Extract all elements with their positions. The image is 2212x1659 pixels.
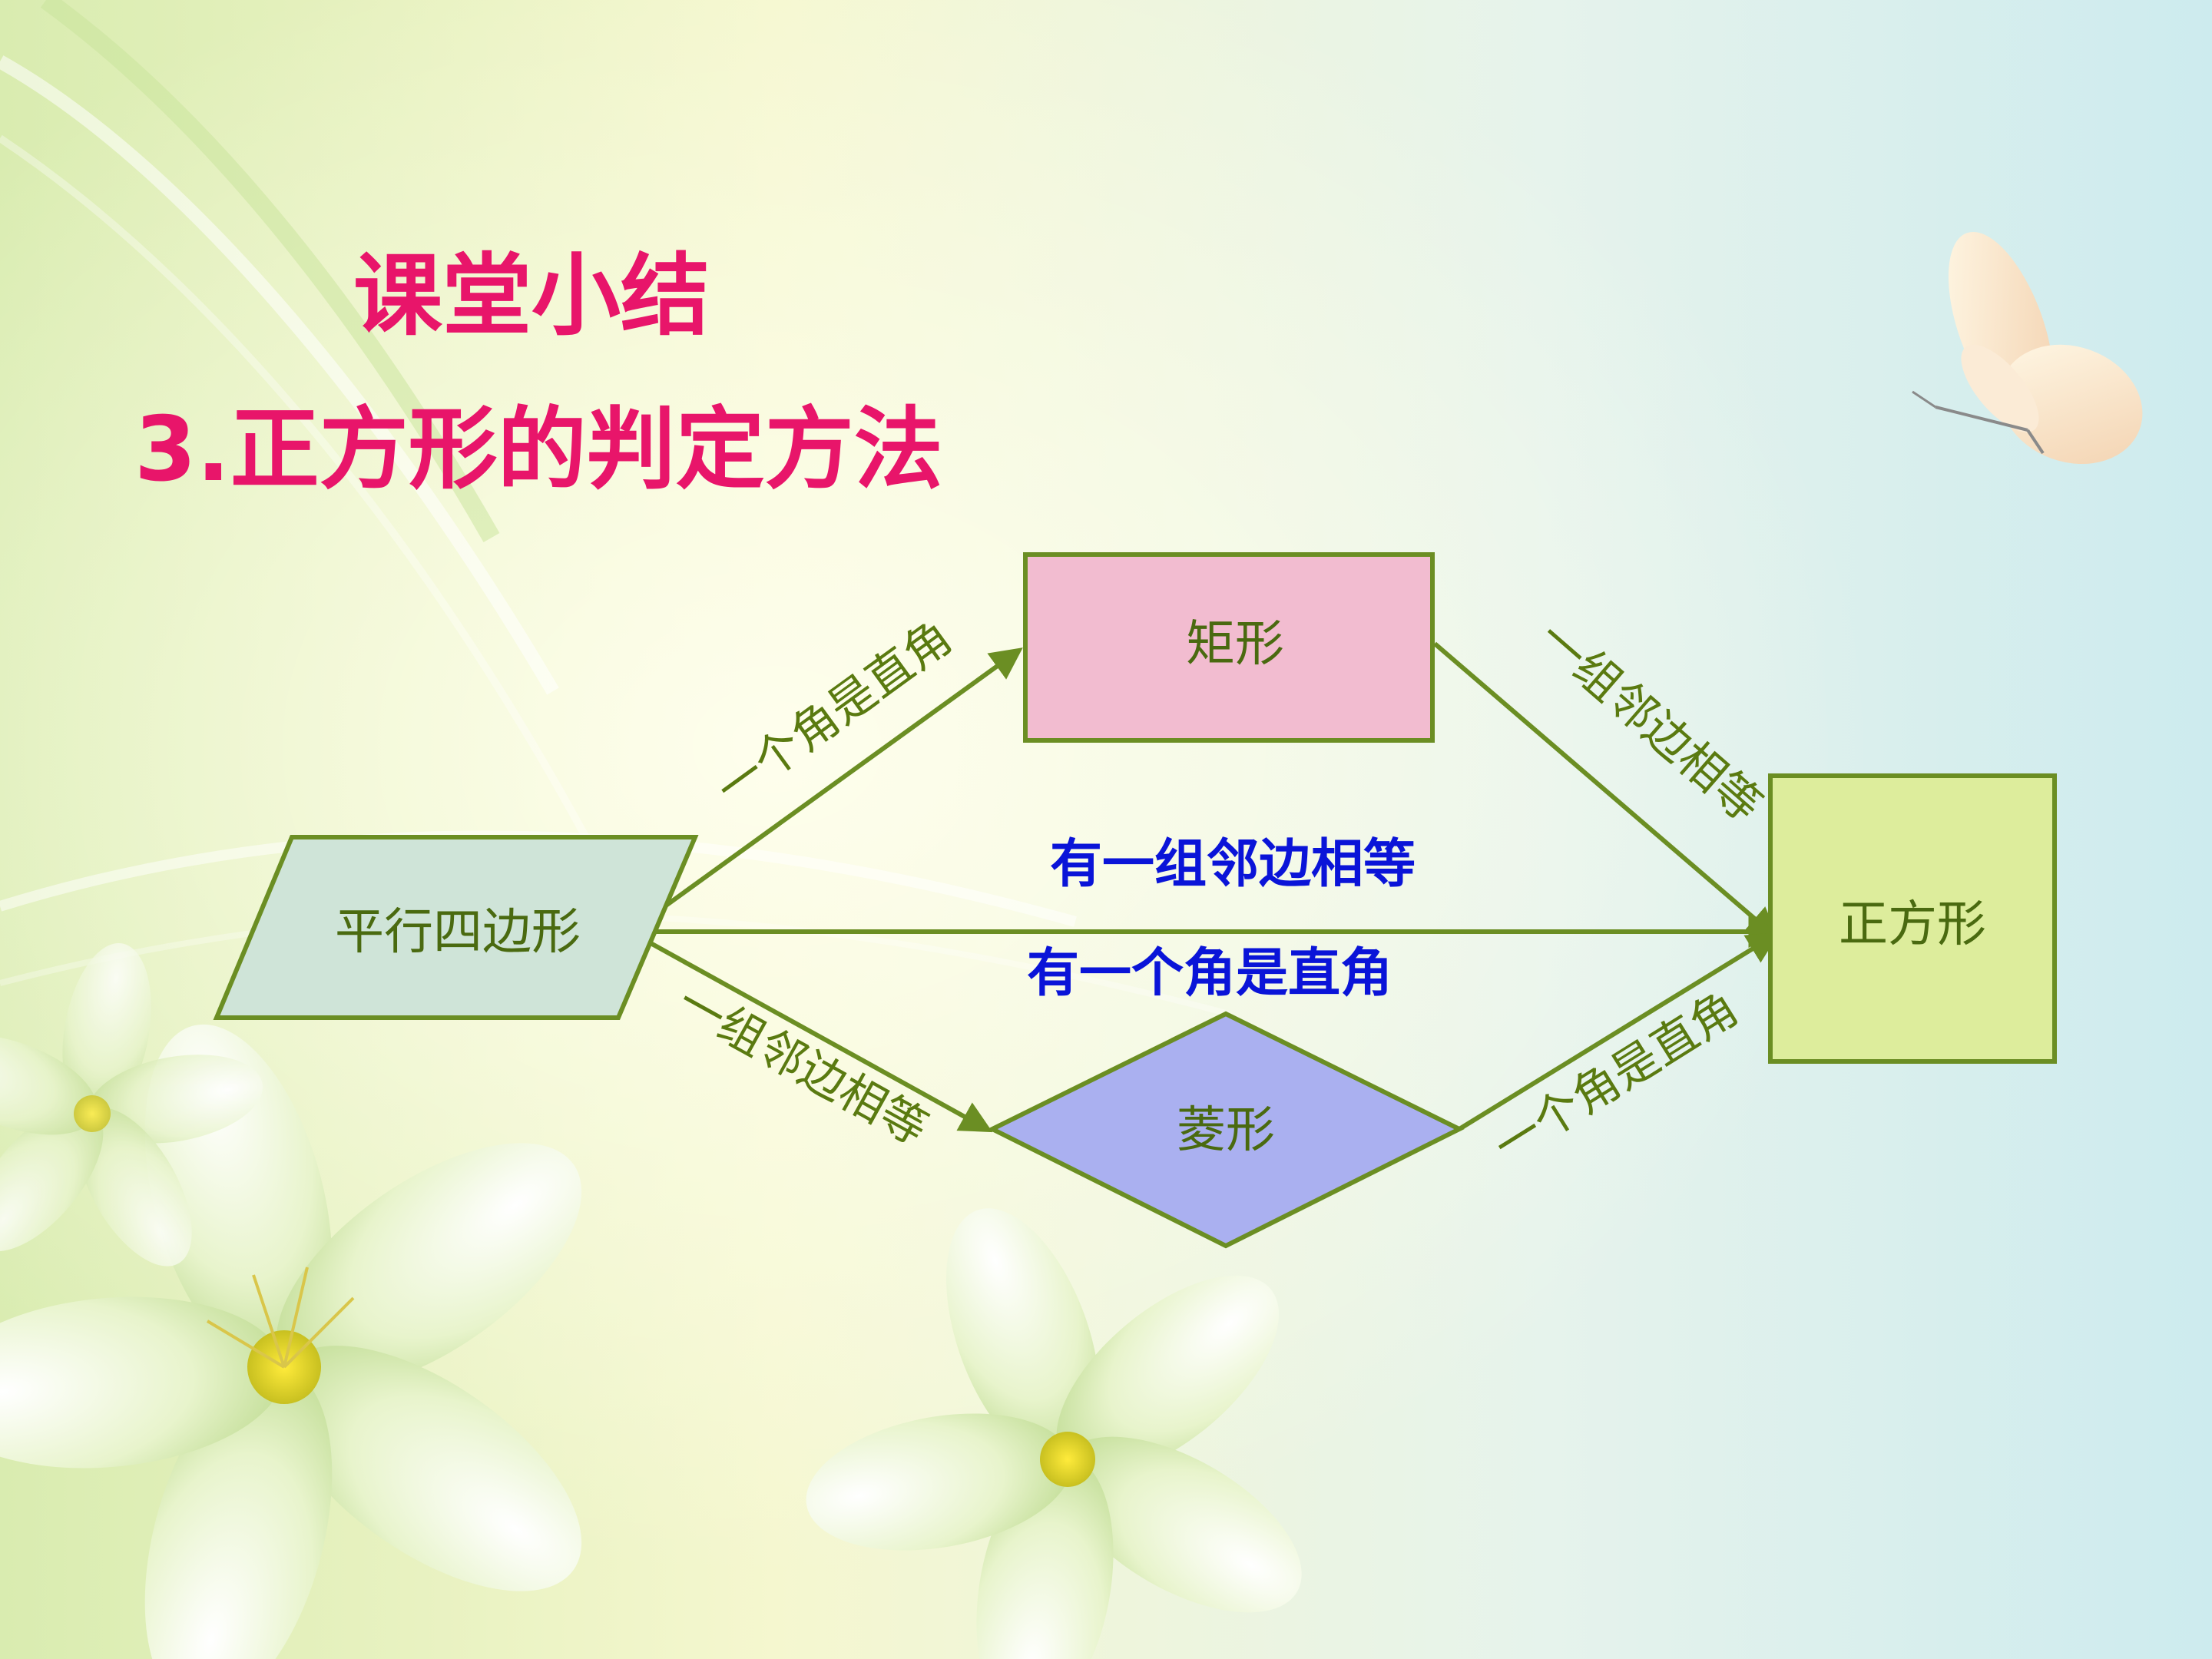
butterfly-icon bbox=[1912, 231, 2143, 465]
node-parallelogram-label: 平行四边形 bbox=[335, 904, 581, 961]
arrow-parallelogram-to-rhombus bbox=[628, 929, 993, 1133]
node-rhombus bbox=[987, 1011, 1465, 1249]
decorative-curves bbox=[0, 0, 1230, 1017]
node-parallelogram bbox=[213, 835, 699, 1020]
arrow-rhombus-to-square bbox=[1458, 932, 1780, 1131]
flower-decoration-medium bbox=[806, 1208, 1302, 1659]
edge-label-direct-top: 有一组邻边相等 bbox=[1050, 834, 1416, 895]
node-rhombus-label: 菱形 bbox=[1177, 1102, 1275, 1159]
node-rectangle-label: 矩形 bbox=[1186, 616, 1284, 673]
node-square bbox=[1768, 773, 2057, 1064]
arrow-parallelogram-to-rectangle bbox=[628, 647, 1023, 934]
edge-label-direct-bottom: 有一个角是直角 bbox=[1027, 943, 1392, 1004]
node-rectangle bbox=[1023, 552, 1435, 743]
slide-subheading: 3.正方形的判定方法 bbox=[134, 398, 943, 502]
flower-decoration-small bbox=[0, 943, 263, 1267]
node-square-label: 正方形 bbox=[1839, 896, 1986, 953]
flower-decoration-large bbox=[0, 1024, 582, 1659]
slide-heading: 课堂小结 bbox=[353, 244, 710, 348]
arrow-rectangle-to-square bbox=[1433, 641, 1780, 940]
